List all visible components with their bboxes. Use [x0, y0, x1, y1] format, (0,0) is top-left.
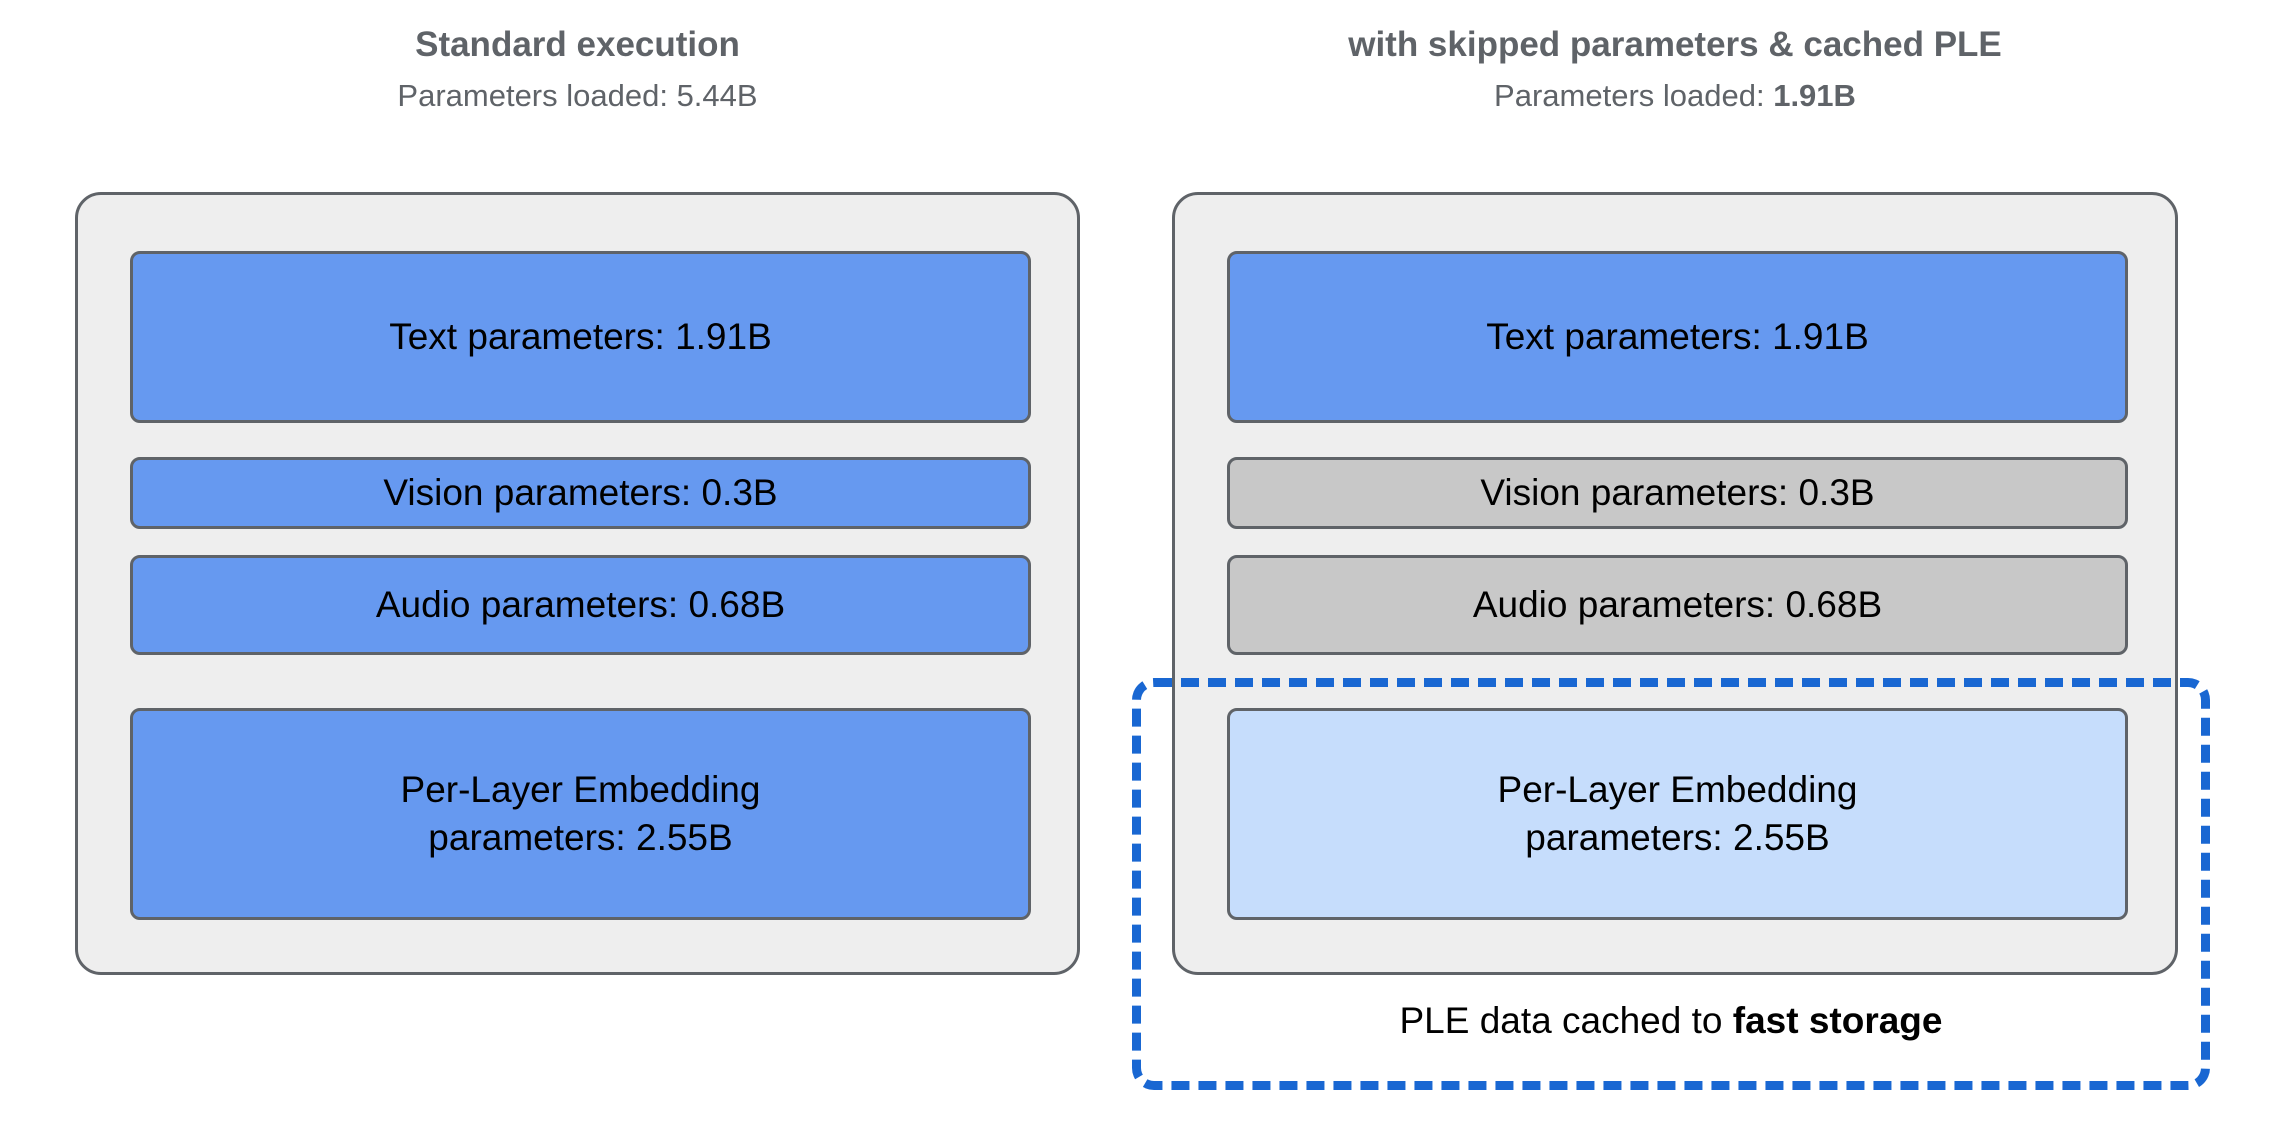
block-standard-text-parameters: Text parameters: 1.91B: [130, 251, 1031, 423]
ple-label-line2-standard: parameters: 2.55B: [428, 817, 733, 858]
subtitle-value-standard: 5.44B: [676, 78, 758, 113]
ple-label-line1-skipped: Per-Layer Embedding: [1497, 768, 1858, 810]
subtitle-prefix-skipped: Parameters loaded:: [1494, 78, 1774, 113]
block-skipped-text-parameters: Text parameters: 1.91B: [1227, 251, 2128, 423]
ple-label-line1-standard: Per-Layer Embedding: [400, 768, 761, 810]
subtitle-value-skipped: 1.91B: [1773, 78, 1856, 113]
cache-caption-emphasis: fast storage: [1732, 1000, 1943, 1041]
cache-caption-prefix: PLE data cached to: [1399, 1000, 1733, 1041]
block-standard-vision-parameters: Vision parameters: 0.3B: [130, 457, 1031, 529]
ple-label-line2-skipped: parameters: 2.55B: [1525, 817, 1830, 858]
subtitle-prefix-standard: Parameters loaded:: [397, 78, 677, 113]
panel-skipped-cached: Text parameters: 1.91B Vision parameters…: [1172, 192, 2178, 975]
ple-label-skipped: Per-Layer Embedding parameters: 2.55B: [1498, 766, 1858, 862]
block-skipped-audio-parameters: Audio parameters: 0.68B: [1227, 555, 2128, 655]
column-subtitle-skipped: Parameters loaded: 1.91B: [1172, 78, 2178, 113]
block-standard-ple-parameters: Per-Layer Embedding parameters: 2.55B: [130, 708, 1031, 920]
cache-region-caption: PLE data cached to fast storage: [1132, 1000, 2210, 1042]
block-skipped-ple-parameters: Per-Layer Embedding parameters: 2.55B: [1227, 708, 2128, 920]
panel-standard-execution: Text parameters: 1.91B Vision parameters…: [75, 192, 1080, 975]
column-title-skipped: with skipped parameters & cached PLE: [1348, 25, 2002, 64]
column-title-standard: Standard execution: [415, 25, 740, 64]
block-skipped-vision-parameters: Vision parameters: 0.3B: [1227, 457, 2128, 529]
ple-label-standard: Per-Layer Embedding parameters: 2.55B: [401, 766, 761, 862]
column-subtitle-standard: Parameters loaded: 5.44B: [75, 78, 1080, 113]
block-standard-audio-parameters: Audio parameters: 0.68B: [130, 555, 1031, 655]
